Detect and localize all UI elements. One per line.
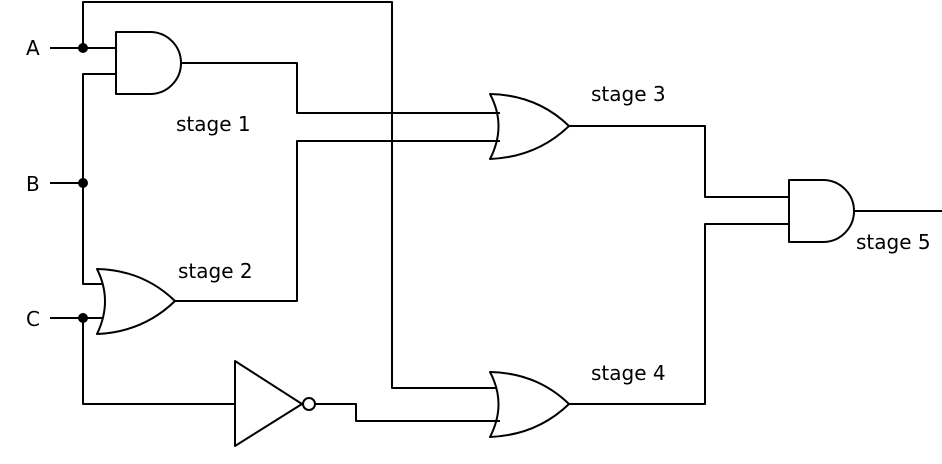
label-stage5: stage 5 (856, 230, 931, 254)
wire-a-to-stage4 (82, 1, 497, 389)
not-gate (234, 360, 303, 447)
wire-b-bus (82, 73, 116, 285)
and-gate-stage5 (788, 179, 855, 243)
wire-stage4-to-stage5 (569, 223, 789, 405)
label-stage3: stage 3 (591, 82, 666, 106)
or-gate-stage2 (96, 268, 176, 335)
label-stage1: stage 1 (176, 112, 251, 136)
wire-stage3-to-stage5 (569, 125, 789, 198)
junction-dot-b (78, 178, 88, 188)
wire-stage1-to-stage3 (181, 62, 500, 114)
label-stage4: stage 4 (591, 361, 666, 385)
label-stage2: stage 2 (178, 259, 253, 283)
junction-dot-a (78, 43, 88, 53)
input-label-a: A (26, 36, 40, 60)
junction-dot-c (78, 313, 88, 323)
wire-c-to-not (82, 318, 235, 405)
wire-stage2-to-stage3 (175, 140, 500, 302)
or-gate-stage4 (489, 371, 570, 438)
and-gate-stage1 (115, 31, 182, 95)
input-label-c: C (26, 307, 40, 331)
input-label-b: B (26, 172, 40, 196)
or-gate-stage3 (489, 93, 570, 160)
not-gate-bubble (302, 397, 316, 411)
wire-not-to-stage4 (315, 403, 500, 422)
